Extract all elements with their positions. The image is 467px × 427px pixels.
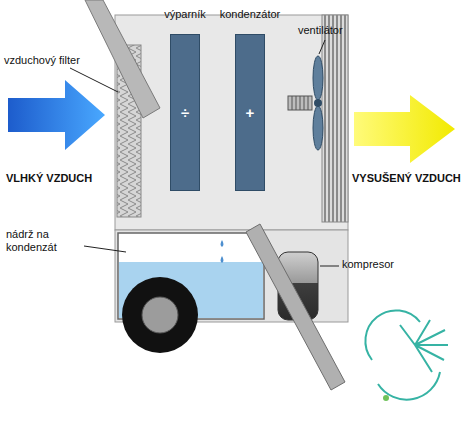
housing [115,15,348,230]
polarity-sign: + [246,104,255,121]
leader-lines [320,266,339,267]
label-text: vzduchový filter [4,54,80,66]
label-text: ventilátor [298,24,343,36]
logo [383,395,389,401]
fan [292,96,308,110]
drain-pipe [246,224,345,390]
evaporator-panel: výparník ÷ [147,8,223,191]
polarity-sign: ÷ [181,104,189,121]
condensate-tank [221,240,224,263]
filter-label: vzduchový filter [4,54,114,67]
logo [400,320,448,372]
leader-lines [84,246,126,252]
fan [313,106,323,150]
fan [288,96,312,110]
leader-lines [70,40,339,266]
dry-air-arrow [354,95,455,163]
humid-air-arrow [8,80,105,150]
leader-lines [319,40,325,54]
wheel [122,277,198,353]
air-pipe [85,0,160,118]
wheel [142,297,178,333]
leader-lines [70,68,118,92]
label-text: VLHKÝ VZDUCH [6,172,92,184]
fan [313,56,323,100]
wheel [122,277,198,353]
logo [365,310,420,360]
dry-air-arrow [354,95,455,163]
part-name: kondenzátor [212,8,288,20]
drain-pipe [246,224,345,390]
fan-label: ventilátor [298,24,388,37]
fan [314,99,322,107]
logo [365,310,448,401]
label-text: VYSUŠENÝ VZDUCH [352,172,461,184]
part-name: výparník [147,8,223,20]
label-text: kompresor [342,258,394,270]
air-out-label: VYSUŠENÝ VZDUCH [352,172,465,185]
tank-label: nádrž na kondenzát [6,228,86,253]
housing [322,15,348,222]
compressor-label: kompresor [342,258,432,271]
air-pipe [85,0,160,118]
air-in-label: VLHKÝ VZDUCH [6,172,126,185]
condenser-panel: kondenzátor + [212,8,288,191]
housing [115,15,348,322]
label-text: nádrž na kondenzát [6,228,57,253]
fan [288,56,323,150]
panel-shape: + [235,34,265,191]
panel-shape: ÷ [170,34,200,191]
humid-air-arrow [8,80,105,150]
